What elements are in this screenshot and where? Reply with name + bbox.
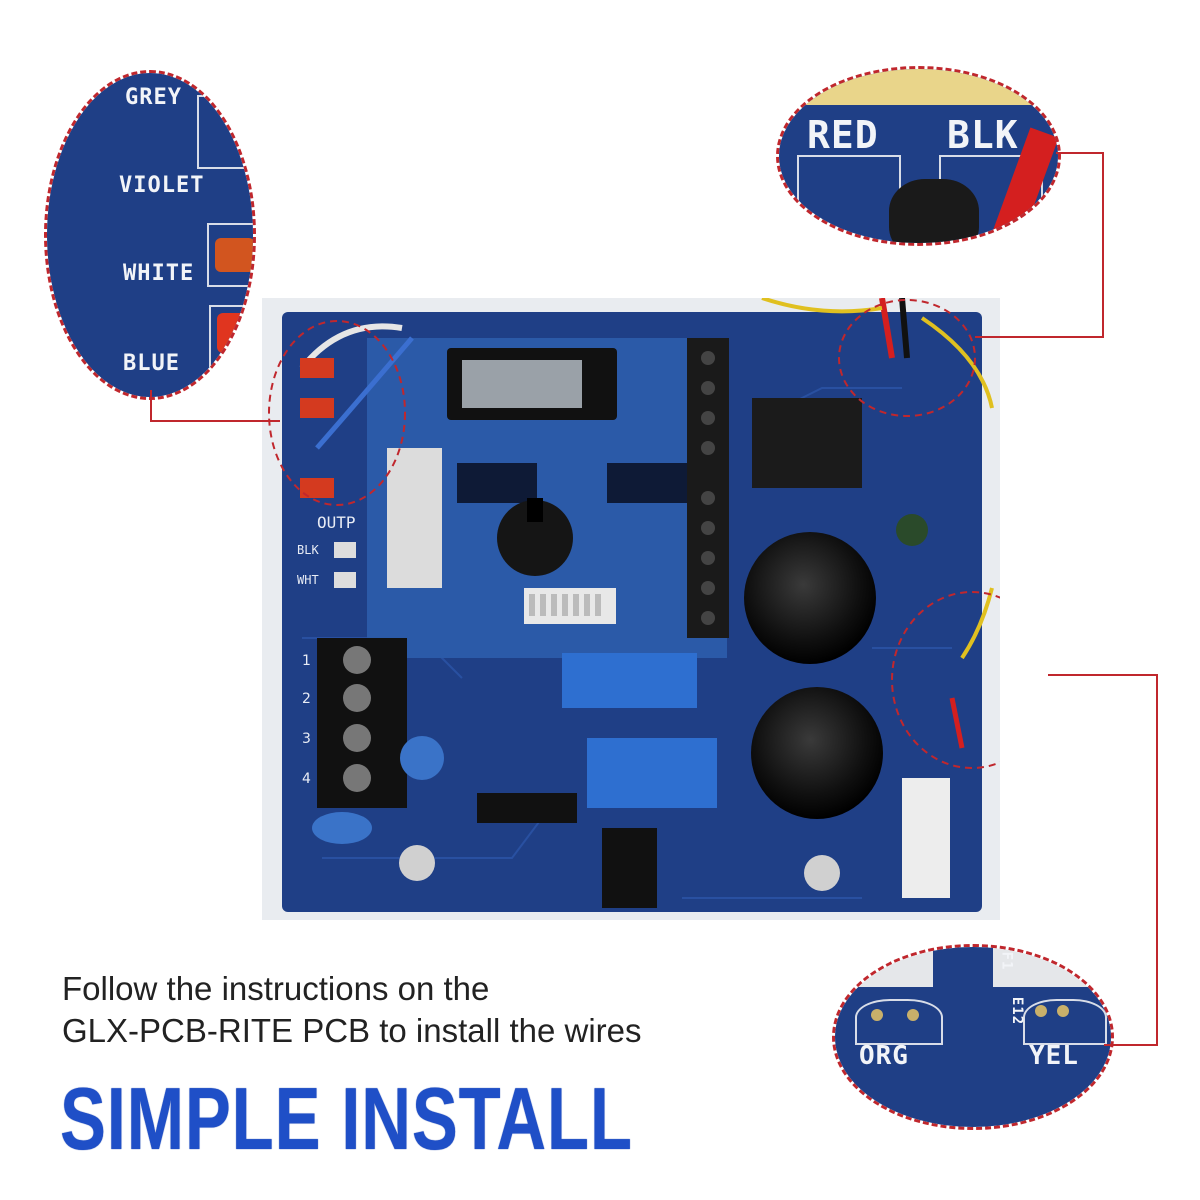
leader-line-top-right [1056, 152, 1104, 154]
silk-terminal-2: 2 [302, 691, 311, 707]
dip-switch [524, 588, 616, 624]
install-caption: Follow the instructions on the GLX-PCB-R… [62, 968, 762, 1052]
label-blk: BLK [947, 113, 1019, 157]
leader-line-left [150, 390, 152, 422]
relay [587, 738, 717, 808]
lcd-screen [462, 360, 582, 408]
varistor [400, 736, 444, 780]
wire-connector [902, 778, 950, 898]
capacitor [751, 687, 883, 819]
leader-line-top-right [1102, 152, 1104, 338]
headline-simple-install: SIMPLE INSTALL [60, 1069, 633, 1168]
caption-line-1: Follow the instructions on the [62, 970, 490, 1007]
silk-terminal-3: 3 [302, 731, 311, 747]
mount-screw [804, 855, 840, 891]
silk-blk: BLK [297, 543, 319, 557]
zoom-callout-left: GREY VIOLET WHITE BLUE [44, 70, 256, 400]
relay [562, 653, 697, 708]
leader-line-left [150, 420, 280, 422]
zoom-callout-bottom-right: F1 E12 ORG YEL [832, 944, 1114, 1130]
ribbon-connector [387, 448, 442, 588]
label-violet: VIOLET [119, 173, 205, 198]
capacitor [744, 532, 876, 664]
label-yel: YEL [1029, 1041, 1079, 1071]
silk-wht: WHT [297, 573, 319, 587]
control-board-drawing: OUTP BLK WHT 1 2 3 4 [268, 298, 1000, 912]
leader-line-bottom-right [1048, 674, 1158, 676]
label-org: ORG [859, 1041, 909, 1071]
label-f1: F1 [998, 951, 1015, 971]
mount-screw [399, 845, 435, 881]
dip-ic [477, 793, 577, 823]
label-white: WHITE [123, 261, 195, 286]
silk-terminal-1: 1 [302, 653, 311, 669]
bottom-connector [602, 828, 657, 908]
leader-line-bottom-right [1156, 674, 1158, 1046]
leader-line-bottom-right [1104, 1044, 1158, 1046]
silk-terminal-4: 4 [302, 771, 311, 787]
label-grey: GREY [125, 85, 182, 110]
caption-line-2: GLX-PCB-RITE PCB to install the wires [62, 1012, 642, 1049]
label-blue: BLUE [123, 351, 180, 376]
control-board-photo: OUTP BLK WHT 1 2 3 4 [262, 298, 1000, 920]
label-red: RED [807, 113, 879, 157]
silk-outp: OUTP [317, 513, 356, 532]
leader-line-top-right [975, 336, 1104, 338]
label-e12: E12 [1009, 996, 1026, 1026]
small-capacitor [896, 514, 928, 546]
rotary-knob [497, 500, 573, 576]
zoom-callout-top-right: RED BLK [776, 66, 1061, 246]
ic-chip [457, 463, 537, 503]
regulator [752, 398, 862, 488]
ic-chip [607, 463, 687, 503]
